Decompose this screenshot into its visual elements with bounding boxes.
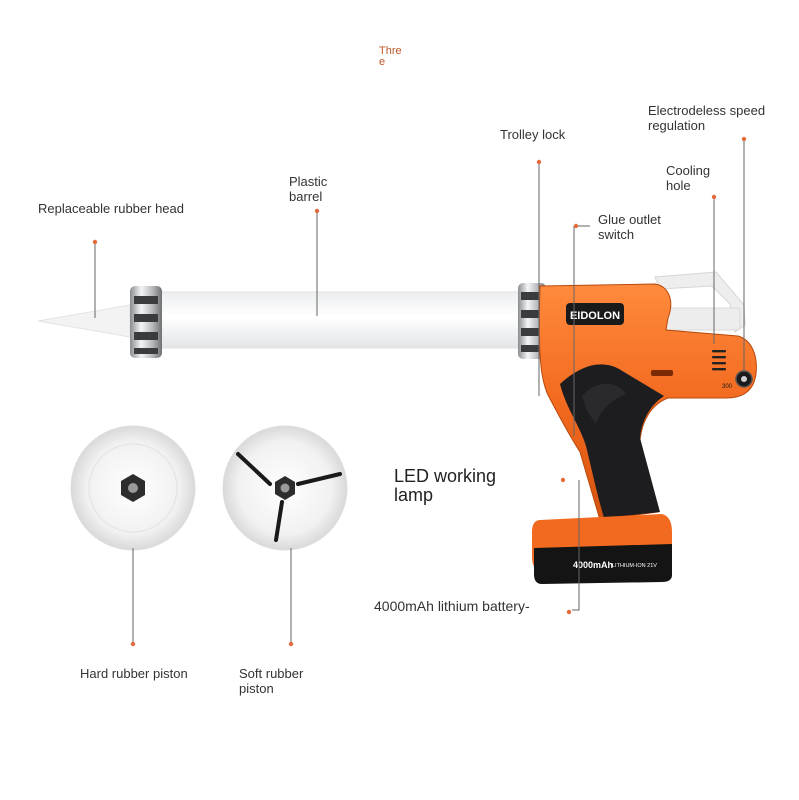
speed-mark: 300 xyxy=(722,384,733,390)
label-led-lamp: LED working lamp xyxy=(394,467,496,505)
label-speed-regulation: Electrodeless speed regulation xyxy=(648,103,765,133)
label-barrel-line1: Plastic xyxy=(289,174,328,189)
label-trolley-lock: Trolley lock xyxy=(500,127,565,142)
callout-dots xyxy=(92,136,747,647)
label-battery: 4000mAh lithium battery- xyxy=(374,599,530,614)
label-cooling-line1: Cooling xyxy=(666,163,711,178)
label-speed-line1: Electrodeless speed xyxy=(648,103,766,118)
label-cooling-line2: hole xyxy=(666,178,691,193)
battery-subtext: LITHIUM-ION 21V xyxy=(612,563,657,569)
label-hard-piston: Hard rubber piston xyxy=(80,666,188,681)
label-speed-line2: regulation xyxy=(648,118,706,133)
label-glue-line2: switch xyxy=(598,227,635,242)
trigger xyxy=(582,383,626,424)
label-led-line1: LED working xyxy=(394,466,497,486)
label-soft-line1: Soft rubber xyxy=(239,666,304,681)
brand-panel xyxy=(566,303,624,325)
soft-rubber-piston xyxy=(222,425,348,551)
battery-pack: 4000mAh LITHIUM-ION 21V xyxy=(532,514,672,584)
label-soft-line2: piston xyxy=(239,681,274,696)
label-hard-piston-line1: Hard rubber piston xyxy=(80,666,188,681)
label-three: Thre e xyxy=(379,46,402,68)
battery-text: 4000mAh xyxy=(573,560,613,570)
label-barrel-line2: barrel xyxy=(289,189,323,204)
label-rubber-head-line1: Replaceable rubber head xyxy=(38,201,184,216)
trolley-handle xyxy=(654,271,746,333)
label-glue-line1: Glue outlet xyxy=(598,212,661,227)
rubber-nozzle xyxy=(37,304,131,338)
label-trolley-line1: Trolley lock xyxy=(500,127,566,142)
brand-text: EIDOLON xyxy=(570,310,620,322)
label-rubber-head: Replaceable rubber head xyxy=(38,201,184,216)
label-glue-outlet-switch: Glue outlet switch xyxy=(598,212,661,242)
label-soft-piston: Soft rubber piston xyxy=(239,666,303,696)
hard-rubber-piston xyxy=(70,425,196,551)
label-battery-line1: 4000mAh lithium battery- xyxy=(374,598,530,614)
front-cap xyxy=(130,286,162,358)
label-cooling-hole: Cooling hole xyxy=(666,163,710,193)
plastic-barrel-shape xyxy=(149,291,529,349)
label-plastic-barrel: Plastic barrel xyxy=(289,174,327,204)
label-three-line1: Thre xyxy=(379,45,402,57)
label-three-line2: e xyxy=(379,56,386,68)
label-led-line2: lamp xyxy=(394,485,434,505)
cooling-vents xyxy=(712,350,726,371)
